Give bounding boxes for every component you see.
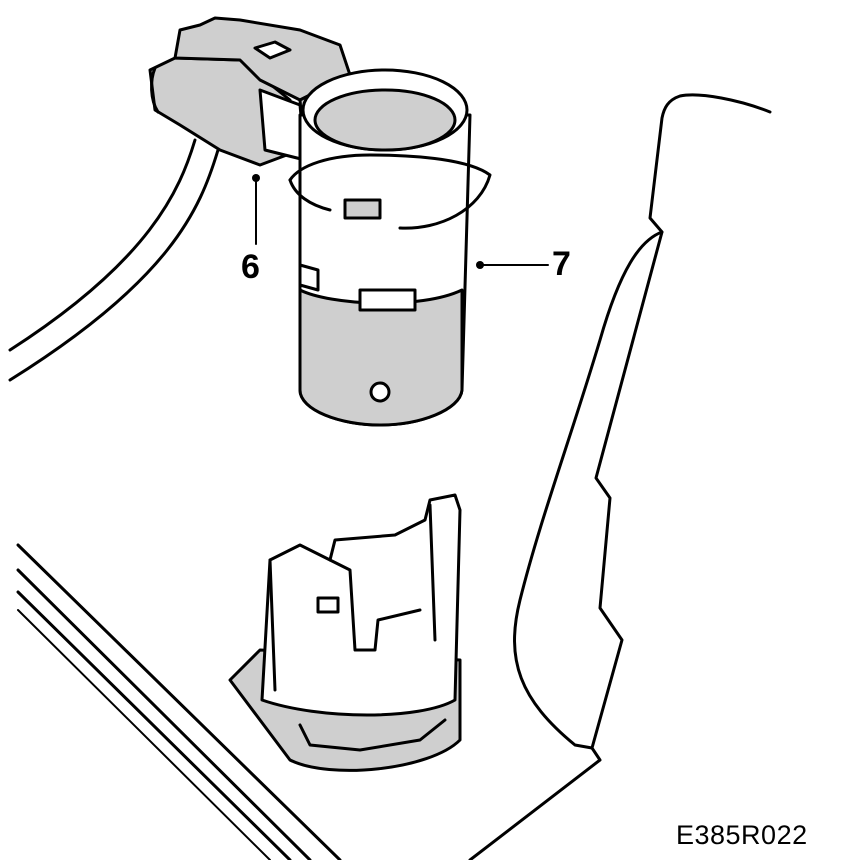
bumper-lower-edge [16, 543, 342, 860]
sensor-cable [8, 138, 220, 382]
callout-7-label: 7 [552, 245, 571, 283]
callout-6-label: 6 [241, 248, 260, 286]
sensor-holder [228, 493, 462, 772]
sensor-7 [288, 68, 492, 427]
figure-code: E385R022 [676, 820, 808, 850]
leader-lines [252, 174, 549, 269]
bumper-outline [468, 93, 772, 860]
